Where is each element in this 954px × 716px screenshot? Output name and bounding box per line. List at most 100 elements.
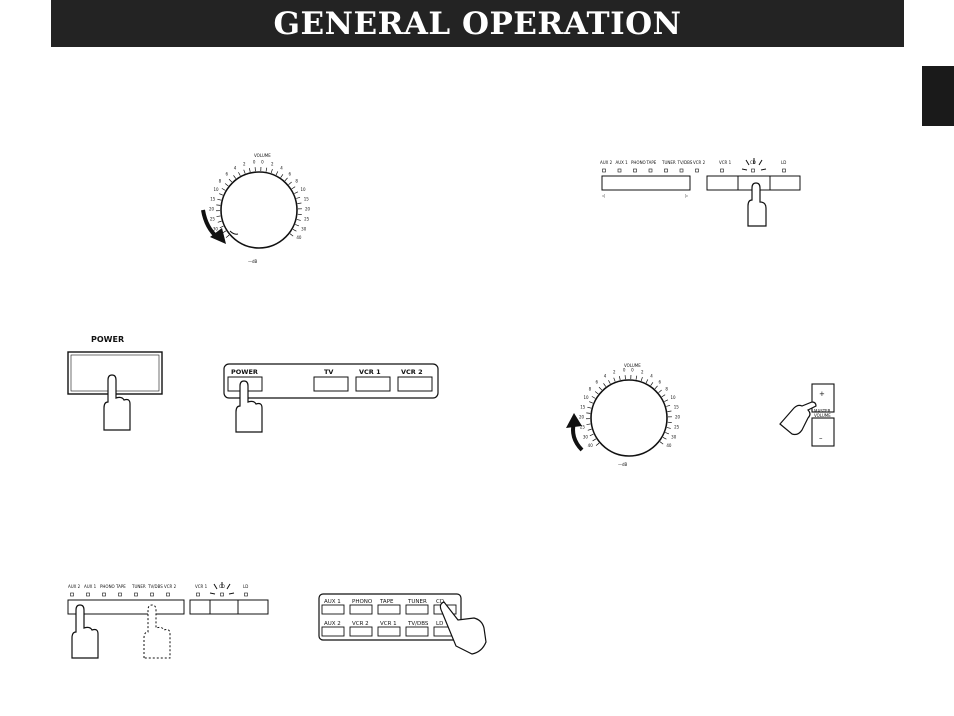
scale-number: 8: [295, 179, 298, 184]
hand-press-icon: [779, 401, 817, 436]
master-volume-up-button[interactable]: [811, 383, 835, 413]
remote-button[interactable]: [313, 376, 349, 392]
remote-button-label: VCR 2: [401, 368, 423, 376]
selector-bar-left[interactable]: [67, 599, 185, 615]
scale-tick: [221, 188, 226, 191]
keypad-button[interactable]: [349, 604, 373, 615]
scale-number: 30: [213, 226, 219, 231]
input-label: VCR 2: [693, 160, 706, 165]
scale-tick: [665, 432, 670, 435]
input-label: LD: [781, 160, 786, 165]
keypad-label: AUX 1: [324, 599, 341, 605]
volume-label: VOLUME: [254, 153, 271, 158]
scale-tick: [667, 410, 672, 412]
volume-unit: —dB: [618, 462, 628, 467]
svg-text:–: –: [819, 434, 823, 442]
input-led: [633, 168, 637, 173]
scale-number: 25: [210, 217, 216, 222]
scale-number: 4: [604, 374, 607, 379]
input-led: [751, 168, 755, 173]
scale-tick: [233, 175, 237, 179]
scale-tick: [635, 375, 638, 380]
scale-number: 10: [671, 395, 677, 400]
keypad-button[interactable]: [405, 604, 429, 615]
keypad-label: VCR 1: [380, 621, 397, 627]
selector-bar-left[interactable]: [601, 175, 691, 191]
input-led: [695, 168, 699, 173]
volume-label: VOLUME: [624, 363, 641, 368]
scale-tick: [219, 225, 224, 229]
scale-tick: [275, 171, 279, 176]
scale-number: 40: [588, 443, 594, 448]
volume-knob-down-illustration: VOLUME 024681015202530400246810152025304…: [201, 153, 311, 264]
input-led: [196, 592, 200, 597]
scale-tick: [297, 202, 302, 204]
scale-tick: [219, 193, 224, 196]
remote-button[interactable]: [355, 376, 391, 392]
volume-knob[interactable]: [590, 379, 668, 457]
keypad-button[interactable]: [349, 626, 373, 637]
svg-text:◁: ◁: [601, 193, 605, 198]
scale-tick: [238, 172, 241, 176]
scale-number: 15: [580, 405, 586, 410]
arrow-head-icon: [566, 413, 582, 428]
scale-number: 0: [631, 368, 634, 373]
scale-tick: [296, 196, 301, 199]
keypad-label: TUNER: [407, 599, 427, 605]
scale-number: 20: [209, 207, 215, 212]
input-label: PHONO: [100, 584, 115, 589]
remote-button[interactable]: [397, 376, 433, 392]
scale-tick: [658, 389, 662, 393]
scale-number: 0: [261, 160, 264, 165]
keypad-button[interactable]: [377, 626, 401, 637]
scale-tick: [292, 228, 297, 232]
input-led: [102, 592, 106, 597]
input-label: TV/DBS: [147, 584, 163, 589]
keypad-button[interactable]: [321, 626, 345, 637]
scale-tick: [280, 174, 284, 178]
master-volume-down-button[interactable]: [811, 417, 835, 447]
scale-number: 2: [243, 162, 246, 167]
scale-tick: [664, 399, 669, 402]
keypad-button[interactable]: [377, 604, 401, 615]
input-label: AUX 2: [68, 584, 81, 589]
scale-tick: [613, 377, 616, 382]
scale-tick: [645, 379, 649, 384]
scale-tick: [654, 385, 658, 390]
scale-tick: [659, 441, 664, 445]
scale-tick: [598, 386, 603, 391]
input-led: [70, 592, 74, 597]
volume-knob[interactable]: [220, 171, 298, 249]
hand-alt-icon: [143, 604, 171, 659]
scale-number: 20: [675, 415, 681, 420]
keypad-label: LD: [436, 621, 443, 627]
scale-tick: [662, 436, 667, 440]
input-led: [664, 168, 668, 173]
keypad-label: PHONO: [352, 599, 373, 605]
scale-number: 0: [253, 160, 256, 165]
scale-tick: [618, 376, 621, 381]
scale-number: 8: [219, 179, 222, 184]
remote-button-label: TV: [324, 368, 333, 376]
keypad-button[interactable]: [405, 626, 429, 637]
input-led: [166, 592, 170, 597]
keypad-label: TV/DBS: [407, 621, 429, 627]
scale-number: 25: [304, 217, 310, 222]
scale-number: 40: [296, 235, 302, 240]
input-label: AUX 2: [600, 160, 613, 165]
scale-tick: [270, 169, 273, 174]
scale-number: 4: [280, 166, 283, 171]
scale-tick: [222, 230, 227, 234]
remote-button-label: POWER: [231, 368, 258, 376]
scale-tick: [295, 224, 300, 227]
hand-press-icon: [103, 374, 131, 431]
keypad-label: AUX 2: [324, 621, 341, 627]
selector-bar-right[interactable]: [189, 599, 269, 615]
keypad-button[interactable]: [321, 604, 345, 615]
hand-press-icon: [439, 601, 487, 655]
master-volume-illustration: + – MASTER VOLUME: [779, 383, 835, 447]
scale-tick: [291, 186, 296, 190]
scale-number: 40: [666, 443, 672, 448]
